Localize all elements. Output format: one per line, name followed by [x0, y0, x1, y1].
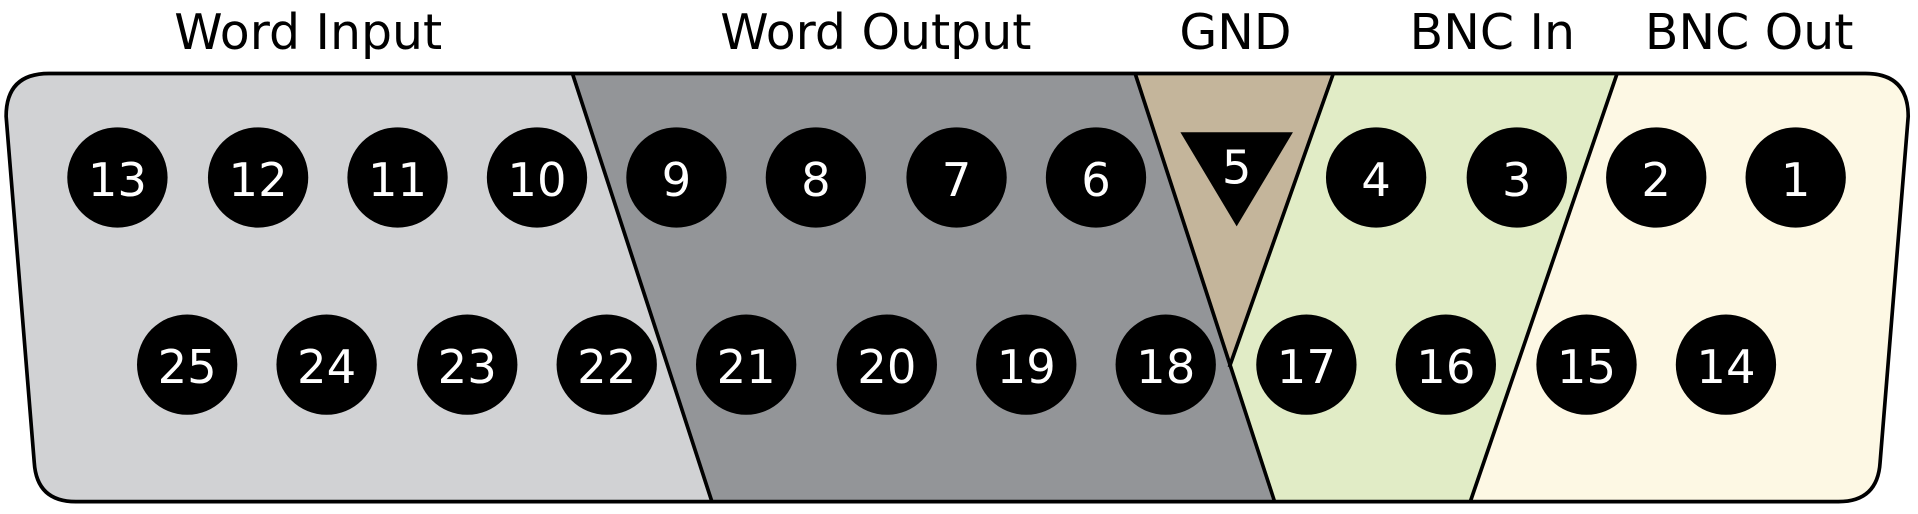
group-label-word-input: Word Input: [174, 4, 442, 61]
pin-label: 11: [368, 153, 427, 207]
group-label-word-output: Word Output: [720, 4, 1031, 61]
pin-label: 4: [1361, 153, 1391, 207]
pin-24: 24: [276, 314, 377, 415]
pin-6: 6: [1045, 127, 1147, 228]
pin-label: 16: [1416, 340, 1475, 394]
divider: [1133, 73, 1277, 502]
pin-11: 11: [347, 127, 448, 228]
pin-label: 9: [662, 153, 692, 207]
pin-label: 10: [507, 153, 566, 207]
pin-19: 19: [976, 314, 1077, 415]
pin-15: 15: [1536, 314, 1637, 415]
pin-label: 7: [942, 153, 972, 207]
pin-label: 14: [1696, 340, 1755, 394]
pin-label: 20: [857, 340, 916, 394]
group-label-gnd: GND: [1179, 4, 1291, 61]
connector-outline: [4, 71, 1911, 504]
pin-9: 9: [626, 127, 727, 228]
group-label-bnc-out: BNC Out: [1645, 4, 1853, 61]
pin-label: 8: [801, 153, 831, 207]
pin-18: 18: [1115, 314, 1216, 415]
pin-label: 17: [1277, 340, 1336, 394]
pin-label: 25: [158, 340, 217, 394]
pin-5-ground-triangle: 5: [1180, 132, 1293, 227]
pin-label: 18: [1136, 340, 1195, 394]
divider: [1468, 73, 1619, 502]
pin-13: 13: [67, 127, 168, 228]
pin-label: 3: [1502, 153, 1532, 207]
pin-7: 7: [906, 127, 1007, 228]
pin-4: 4: [1325, 127, 1427, 228]
pin-21: 21: [696, 314, 797, 415]
pin-label: 12: [229, 153, 288, 207]
group-label-bnc-in: BNC In: [1410, 4, 1575, 61]
pin-8: 8: [765, 127, 867, 228]
pin-label: 21: [717, 340, 776, 394]
pin-16: 16: [1395, 314, 1496, 415]
pin-label: 6: [1081, 153, 1111, 207]
pin-label: 23: [438, 340, 497, 394]
pin-1: 1: [1745, 127, 1846, 228]
divider: [1227, 73, 1336, 368]
pin-label: 1: [1781, 153, 1811, 207]
pin-label: 19: [997, 340, 1056, 394]
pin-3: 3: [1466, 127, 1567, 228]
pin-label: 22: [577, 340, 636, 394]
pin-label: 13: [88, 153, 147, 207]
pin-label: 15: [1557, 340, 1616, 394]
pin-22: 22: [556, 314, 657, 415]
pin-25: 25: [137, 314, 238, 415]
pin-label: 24: [297, 340, 356, 394]
pin-10: 10: [486, 127, 588, 228]
pin-label: 2: [1641, 153, 1671, 207]
pin-14: 14: [1675, 314, 1777, 415]
pin-17: 17: [1256, 314, 1357, 415]
pin-20: 20: [836, 314, 937, 415]
divider: [570, 73, 714, 502]
pin-12: 12: [207, 127, 309, 228]
pin-label: 5: [1222, 141, 1252, 195]
pin-2: 2: [1606, 127, 1707, 228]
pin-23: 23: [417, 314, 518, 415]
